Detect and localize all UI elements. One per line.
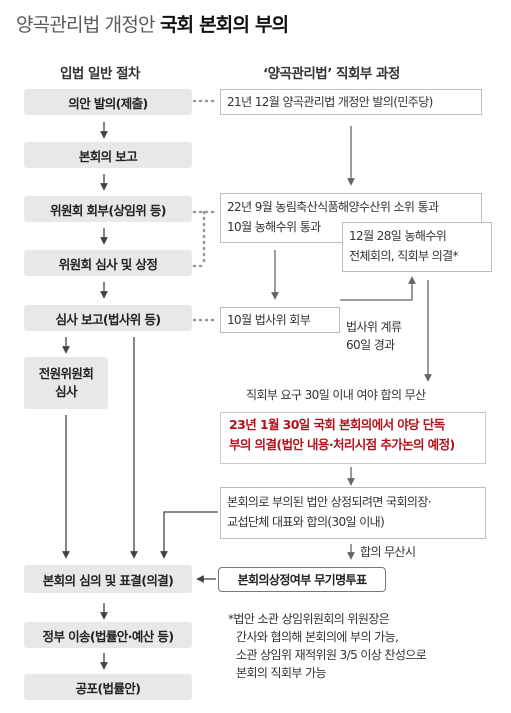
left-flow-arrows	[62, 122, 218, 670]
footnote-line2: 간사와 협의해 본회의에 부의 가능,	[236, 630, 399, 644]
title-bold: 국회 본회의 부의	[159, 14, 289, 36]
page-title: 양곡관리법 개정안 국회 본회의 부의	[16, 10, 289, 37]
step-committee-referral: 위원회 회부(상임위 등)	[24, 196, 192, 222]
footnote-line4: 본회의 직회부 가능	[236, 666, 327, 680]
step-government-transfer: 정부 이송(법률안·예산 등)	[24, 622, 192, 648]
request-note: 직회부 요구 30일 이내 여야 합의 무산	[246, 388, 426, 402]
step-promulgation: 공포(법률안)	[24, 674, 192, 700]
secret-ballot-pill: 본회의상정여부 무기명투표	[218, 567, 386, 592]
left-column-header: 입법 일반 절차	[60, 66, 140, 82]
step-bill-proposal: 의안 발의(제출)	[24, 89, 192, 115]
right-column-header: ‘양곡관리법’ 직회부 과정	[263, 66, 400, 82]
pending-note-line2: 60일 경과	[346, 338, 395, 352]
step-plenary-report: 본회의 보고	[24, 142, 192, 168]
legislation-committee-box: 10월 법사위 회부	[220, 307, 340, 333]
footnote-line3: 소관 상임위 재적위원 3/5 이상 찬성으로	[236, 648, 427, 662]
committee-pass-line2: 10월 농해수위 통과	[227, 220, 321, 234]
highlight-line2: 부의 의결(법안 내용·처리시점 추가논의 예정)	[229, 437, 455, 452]
agreement-fail-note: 합의 무산시	[360, 545, 416, 559]
footnote-line1: *법안 소관 상임위원회의 위원장은	[228, 612, 390, 626]
plenary-vote-highlight-box: 23년 1월 30일 국회 본회의에서 야당 단독 부의 의결(법안 내용·처리…	[220, 412, 486, 464]
right-flow-arrows	[271, 126, 432, 560]
title-light: 양곡관리법 개정안	[16, 14, 155, 36]
consultation-line2: 교섭단체 대표와 합의(30일 이내)	[227, 515, 385, 529]
pending-note-line1: 법사위 계류	[346, 320, 402, 334]
proposal-box: 21년 12월 양곡관리법 개정안 발의(민주당)	[220, 89, 482, 115]
highlight-line1: 23년 1월 30일 국회 본회의에서 야당 단독	[229, 417, 445, 432]
direct-referral-line2: 전체회의, 직회부 의결*	[349, 249, 459, 263]
direct-referral-box: 12월 28일 농해수위 전체회의, 직회부 의결*	[342, 222, 492, 272]
consultation-line1: 본회의로 부의된 법안 상정되려면 국회의장·	[227, 495, 432, 509]
step-whole-committee: 전원위원회 심사	[24, 357, 108, 409]
step-committee-review: 위원회 심사 및 상정	[24, 250, 192, 276]
step-review-report: 심사 보고(법사위 등)	[24, 305, 192, 331]
dotted-connectors	[192, 99, 216, 322]
consultation-box: 본회의로 부의된 법안 상정되려면 국회의장· 교섭단체 대표와 합의(30일 …	[220, 487, 486, 539]
direct-referral-line1: 12월 28일 농해수위	[349, 229, 447, 243]
committee-pass-line1: 22년 9월 농림축산식품해양수산위 소위 통과	[227, 200, 439, 214]
step-plenary-vote: 본회의 심의 및 표결(의결)	[24, 565, 192, 593]
